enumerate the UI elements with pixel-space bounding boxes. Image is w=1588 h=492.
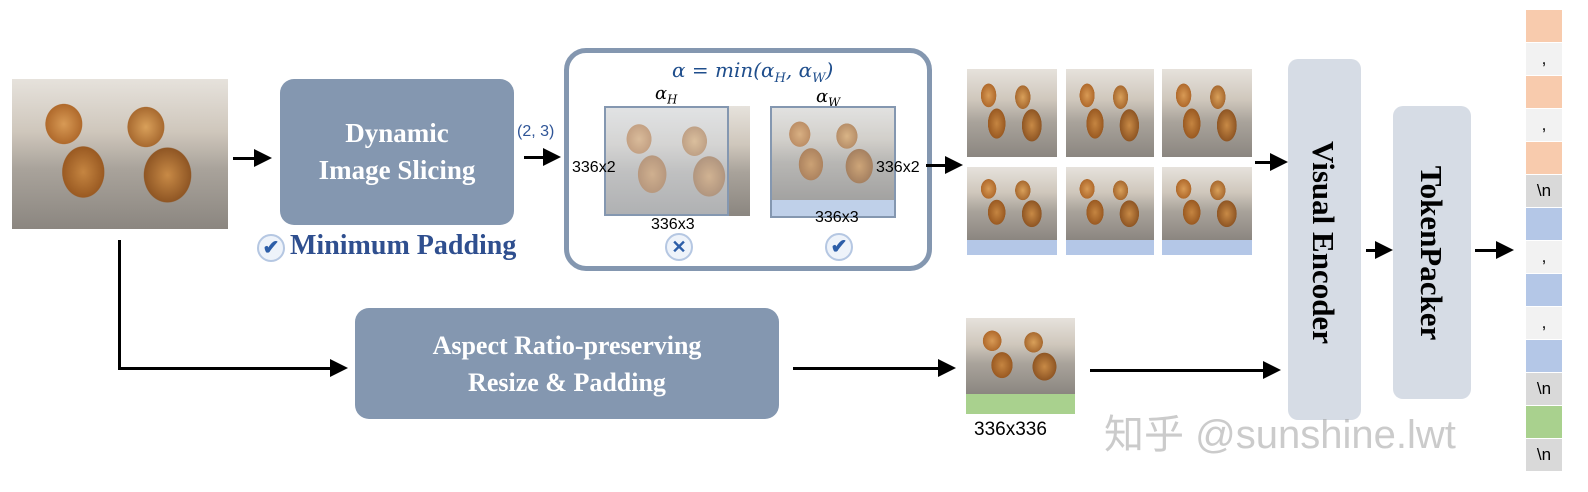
token-cell: \n (1526, 373, 1562, 405)
token-cell (1526, 208, 1562, 240)
arrow-line (524, 156, 544, 159)
slice-1-3 (1162, 69, 1252, 157)
arrow-head (543, 148, 561, 166)
token-cell: , (1526, 43, 1562, 75)
alpha-w-padding (770, 200, 894, 216)
arrow-head (1375, 241, 1393, 259)
alpha-h-label: αH (655, 83, 678, 107)
slicing-line1: Dynamic (345, 118, 449, 148)
slice-2-2 (1066, 167, 1154, 240)
arrow-head (938, 359, 956, 377)
visual-encoder-box (1288, 59, 1361, 420)
cross-icon: ✕ (665, 233, 693, 261)
alpha-h-bottom-dim: 336x3 (651, 216, 695, 233)
arrow-line (1255, 161, 1271, 164)
token-cell (1526, 10, 1562, 42)
alpha-w-image (770, 106, 894, 200)
alpha-h-side-dim: 336x2 (572, 159, 616, 176)
token-cell (1526, 340, 1562, 372)
watermark: 知乎 @sunshine.lwt (1104, 413, 1456, 457)
alpha-w-overlay (770, 106, 896, 218)
visual-encoder-label: Visual Encoder (1306, 141, 1341, 344)
resize-line2: Resize & Padding (468, 367, 666, 397)
alpha-comparison-frame (564, 48, 932, 271)
slice-padding (1066, 240, 1154, 255)
arrow-line (793, 367, 939, 370)
thumbnail-dim: 336x336 (974, 419, 1047, 440)
token-packer-box (1393, 106, 1471, 399)
arrow-head (1263, 361, 1281, 379)
arrow-head (945, 156, 963, 174)
arrow-line (1090, 369, 1264, 372)
input-image (12, 79, 228, 229)
slice-1-2 (1066, 69, 1154, 157)
slice-2-1 (967, 167, 1057, 240)
arrow-line (233, 157, 255, 160)
dynamic-image-slicing-box: Dynamic Image Slicing (280, 79, 514, 225)
token-cell: \n (1526, 175, 1562, 207)
slice-1-1 (967, 69, 1057, 157)
minimum-padding-label: Minimum Padding (290, 230, 517, 261)
checkmark-icon: ✔ (257, 234, 285, 262)
alpha-h-overlay (604, 106, 729, 216)
arrow-head (254, 149, 272, 167)
arrow-line (118, 367, 331, 370)
arrow-line (1366, 249, 1376, 252)
slice-grid-label: (2, 3) (517, 123, 555, 140)
alpha-h-image (604, 106, 750, 216)
arrow-head (1270, 153, 1288, 171)
arrow-line (118, 240, 121, 370)
token-cell (1526, 142, 1562, 174)
resize-padding-box: Aspect Ratio-preserving Resize & Padding (355, 308, 779, 419)
token-packer-label: TokenPacker (1414, 165, 1449, 341)
slice-padding (967, 240, 1057, 255)
token-cell (1526, 76, 1562, 108)
arrow-line (1475, 249, 1497, 252)
alpha-w-side-dim: 336x2 (876, 159, 920, 176)
token-cell: , (1526, 109, 1562, 141)
checkmark-icon: ✔ (825, 233, 853, 261)
token-cell: , (1526, 307, 1562, 339)
arrow-head (330, 359, 348, 377)
slicing-line2: Image Slicing (318, 155, 476, 185)
alpha-w-bottom-dim: 336x3 (815, 209, 859, 226)
arrow-line (926, 164, 946, 167)
slice-2-3 (1162, 167, 1252, 240)
token-cell (1526, 274, 1562, 306)
slice-padding (1162, 240, 1252, 255)
token-cell: \n (1526, 439, 1562, 471)
thumbnail-image (966, 318, 1075, 394)
thumbnail-padding (966, 394, 1075, 414)
token-cell: , (1526, 241, 1562, 273)
alpha-formula: α = min(αH, αW) (672, 58, 834, 86)
resize-line1: Aspect Ratio-preserving (432, 330, 702, 360)
token-cell (1526, 406, 1562, 438)
arrow-head (1496, 241, 1514, 259)
